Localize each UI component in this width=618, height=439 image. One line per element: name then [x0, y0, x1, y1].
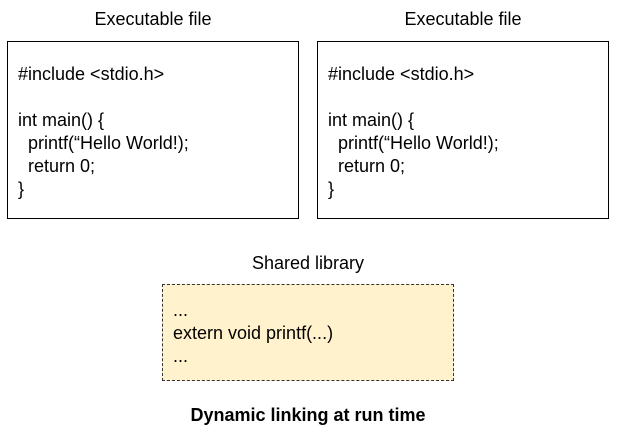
- executable-box-right: #include <stdio.h> int main() { printf(“…: [317, 41, 609, 219]
- code-line: ...: [173, 300, 189, 320]
- code-line: printf(“Hello World!);: [328, 133, 499, 153]
- code-line: ...: [173, 346, 189, 366]
- code-line: #include <stdio.h>: [18, 64, 165, 84]
- code-line: #include <stdio.h>: [328, 64, 475, 84]
- code-line: return 0;: [328, 156, 406, 176]
- shared-library-box: ... extern void printf(...) ...: [162, 284, 454, 381]
- executable-title-right: Executable file: [404, 9, 522, 29]
- diagram-caption: Dynamic linking at run time: [190, 405, 426, 425]
- code-line: extern void printf(...): [173, 323, 334, 343]
- code-line: printf(“Hello World!);: [18, 133, 189, 153]
- code-line: }: [328, 179, 335, 199]
- shared-library-title: Shared library: [251, 253, 365, 273]
- executable-title-left: Executable file: [94, 9, 212, 29]
- code-line: int main() {: [18, 110, 105, 130]
- code-line: [18, 86, 298, 109]
- code-line: return 0;: [18, 156, 96, 176]
- code-line: [328, 86, 608, 109]
- code-line: int main() {: [328, 110, 415, 130]
- code-line: }: [18, 179, 25, 199]
- executable-box-left: #include <stdio.h> int main() { printf(“…: [7, 41, 299, 219]
